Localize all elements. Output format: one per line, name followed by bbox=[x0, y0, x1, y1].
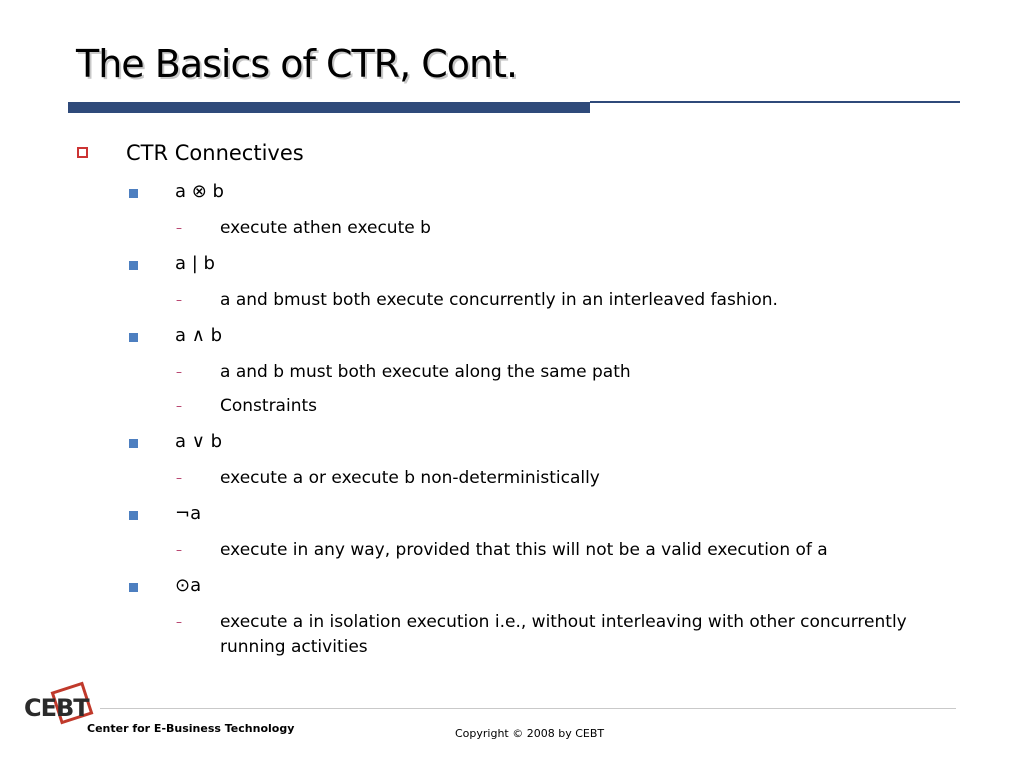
heading-ctr-connectives: CTR Connectives bbox=[126, 141, 304, 165]
footer-divider bbox=[100, 708, 956, 709]
title-underline-thin bbox=[590, 101, 960, 103]
square-bullet-icon bbox=[129, 511, 138, 520]
connective-label: ¬a bbox=[175, 503, 202, 524]
connective-label: a ⊗ b bbox=[175, 181, 224, 202]
square-bullet-icon bbox=[129, 333, 138, 342]
dash-bullet-icon: – bbox=[176, 365, 182, 379]
connective-description: a and bmust both execute concurrently in… bbox=[220, 290, 778, 310]
connective-description: execute athen execute b bbox=[220, 218, 431, 238]
connective-label: a ∨ b bbox=[175, 431, 223, 452]
dash-bullet-icon: – bbox=[176, 543, 182, 557]
connective-description: a and b must both execute along the same… bbox=[220, 362, 631, 382]
connective-description: Constraints bbox=[220, 396, 317, 416]
organization-name: Center for E-Business Technology bbox=[87, 722, 295, 735]
dash-bullet-icon: – bbox=[176, 293, 182, 307]
slide-title: The Basics of CTR, Cont. bbox=[76, 42, 518, 86]
hollow-square-bullet-icon bbox=[77, 147, 88, 158]
dash-bullet-icon: – bbox=[176, 471, 182, 485]
title-underline-thick bbox=[68, 102, 590, 113]
connective-description: execute a in isolation execution i.e., w… bbox=[220, 612, 907, 657]
dash-bullet-icon: – bbox=[176, 221, 182, 235]
connective-description: execute a or execute b non-deterministic… bbox=[220, 468, 600, 488]
copyright-notice: Copyright © 2008 by CEBT bbox=[455, 727, 605, 740]
square-bullet-icon bbox=[129, 189, 138, 198]
connective-label: a | b bbox=[175, 253, 215, 274]
cebt-logo: CEBT bbox=[24, 694, 90, 722]
dash-bullet-icon: – bbox=[176, 615, 182, 629]
connective-description: execute in any way, provided that this w… bbox=[220, 540, 828, 560]
square-bullet-icon bbox=[129, 261, 138, 270]
connective-label: a ∧ b bbox=[175, 325, 223, 346]
slide-content: CTR Connectives a ⊗ b – execute athen ex… bbox=[77, 141, 907, 657]
dash-bullet-icon: – bbox=[176, 399, 182, 413]
connective-label: ⊙a bbox=[175, 575, 202, 596]
square-bullet-icon bbox=[129, 439, 138, 448]
square-bullet-icon bbox=[129, 583, 138, 592]
